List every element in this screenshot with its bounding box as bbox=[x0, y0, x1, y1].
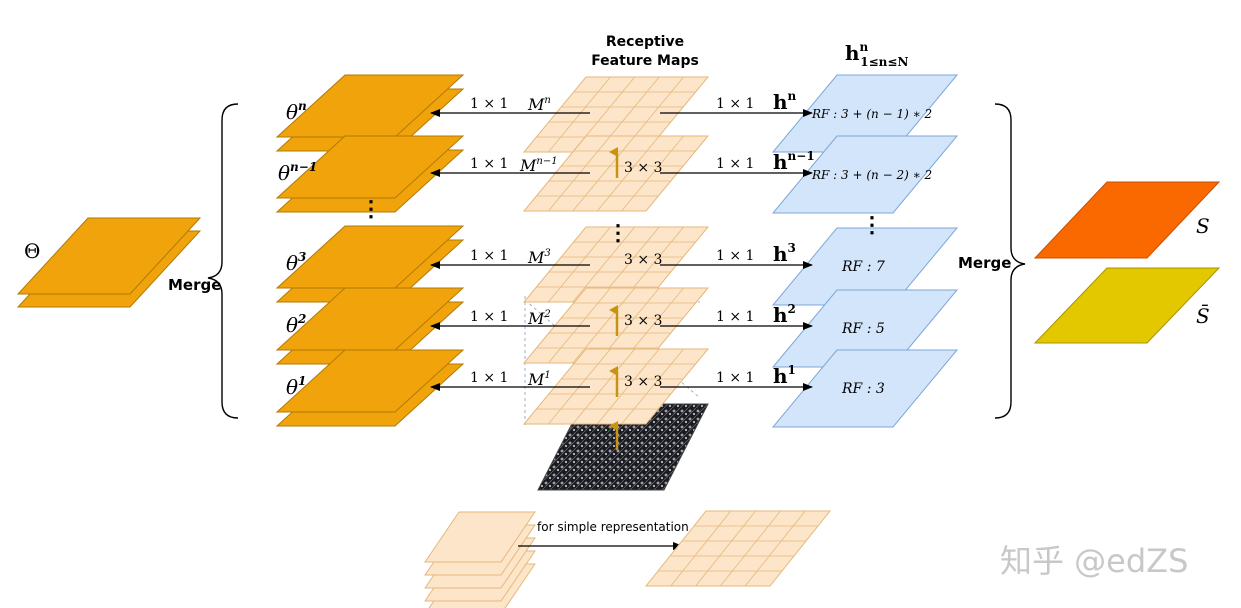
grid-line bbox=[596, 348, 660, 425]
theta-label-3: θ3 bbox=[286, 250, 306, 275]
grid-line bbox=[621, 135, 684, 212]
receptive-title-line1: Receptive bbox=[606, 34, 684, 50]
theta-label-2: θn−1 bbox=[278, 160, 317, 185]
h-label-1: hn bbox=[773, 89, 797, 114]
legend-grid bbox=[644, 510, 832, 587]
h-ellipsis: ⋮ bbox=[861, 212, 883, 238]
grid-line bbox=[695, 510, 756, 587]
conv1x1-left-5: 1 × 1 bbox=[470, 370, 508, 386]
conv1x1-left-1: 1 × 1 bbox=[470, 96, 508, 112]
merge-right-label: Merge bbox=[958, 254, 1011, 272]
output-sbar-label: S̄ bbox=[1196, 303, 1210, 328]
map-ellipsis: ⋮ bbox=[607, 220, 629, 246]
theta-big-stack bbox=[16, 217, 202, 308]
output-s-label: S bbox=[1196, 214, 1210, 238]
grid-line bbox=[572, 226, 636, 303]
receptive-title-line2: Feature Maps bbox=[591, 53, 699, 69]
grid-line bbox=[744, 510, 806, 587]
output-sbar-plane bbox=[1033, 267, 1221, 344]
conv1x1-right-3: 1 × 1 bbox=[716, 248, 754, 264]
conv1x1-right-4: 1 × 1 bbox=[716, 309, 754, 325]
left-brace bbox=[207, 103, 239, 419]
output-s-plane bbox=[1033, 181, 1221, 259]
rf-label-4: RF : 5 bbox=[841, 321, 885, 337]
conv1x1-right-1: 1 × 1 bbox=[716, 96, 754, 112]
rf-label-5: RF : 3 bbox=[841, 381, 885, 397]
row-arrows: 1 × 1 1 × 1 hn 1 × 1 1 × 1 hn−1 1 × 1 1 × 1 h3 1 … bbox=[430, 89, 815, 391]
conv3x3-label-3: 3 × 3 bbox=[624, 313, 662, 329]
h-label-3: h3 bbox=[773, 241, 796, 266]
grid-line bbox=[670, 510, 732, 587]
merge-left-label: Merge bbox=[168, 276, 221, 294]
grid-line bbox=[572, 135, 636, 212]
h-plane-2 bbox=[771, 135, 959, 214]
theta-stacks: θn θn−1 θ3 θ2 θ1 bbox=[275, 74, 465, 427]
map-label-4: M2 bbox=[527, 309, 551, 328]
conv1x1-right-5: 1 × 1 bbox=[716, 370, 754, 386]
rf-label-3: RF : 7 bbox=[841, 259, 885, 275]
grid-line bbox=[621, 348, 684, 425]
grid-line bbox=[572, 287, 636, 364]
theta-ellipsis: ⋮ bbox=[360, 196, 382, 222]
feature-map-legend bbox=[644, 510, 832, 587]
conv1x1-left-4: 1 × 1 bbox=[470, 309, 508, 325]
conv3x3-label-1: 3 × 3 bbox=[624, 160, 662, 176]
rf-label-1: RF : 3 + (n − 1) ∗ 2 bbox=[811, 107, 932, 121]
grid-line bbox=[548, 76, 611, 153]
conv1x1-right-2: 1 × 1 bbox=[716, 156, 754, 172]
legend-layer-5 bbox=[424, 511, 536, 563]
legend-text: for simple representation bbox=[537, 520, 689, 534]
h-label-4: h2 bbox=[773, 302, 796, 327]
h-plane-5 bbox=[771, 349, 959, 428]
right-brace bbox=[994, 103, 1026, 419]
h-planes: RF : 3 + (n − 1) ∗ 2 RF : 3 + (n − 2) ∗ 2… bbox=[771, 74, 959, 428]
grid-line bbox=[572, 348, 636, 425]
map-label-5: M1 bbox=[527, 370, 551, 389]
grid-line bbox=[720, 510, 781, 587]
rf-label-2: RF : 3 + (n − 2) ∗ 2 bbox=[811, 168, 932, 182]
map-label-3: M3 bbox=[527, 248, 551, 267]
theta-big-label: Θ bbox=[24, 239, 40, 263]
theta-label-5: θ1 bbox=[286, 374, 306, 399]
conv1x1-left-2: 1 × 1 bbox=[470, 156, 508, 172]
grid-line bbox=[596, 135, 660, 212]
watermark: 知乎 @edZS bbox=[1000, 542, 1188, 580]
theta-plane-front-2 bbox=[275, 135, 465, 199]
h-label-2: hn−1 bbox=[773, 149, 815, 174]
conv3x3-label-2: 3 × 3 bbox=[624, 252, 662, 268]
theta-plane-front-5 bbox=[275, 349, 465, 413]
conv1x1-left-3: 1 × 1 bbox=[470, 248, 508, 264]
h-label-5: h1 bbox=[773, 363, 796, 388]
legend-stack bbox=[424, 511, 536, 608]
conv3x3-label-4: 3 × 3 bbox=[624, 374, 662, 390]
theta-label-1: θn bbox=[286, 99, 307, 124]
map-label-1: Mn bbox=[527, 95, 551, 114]
theta-label-4: θ2 bbox=[286, 312, 306, 337]
map-label-2: Mn−1 bbox=[519, 156, 558, 175]
input-image bbox=[537, 403, 709, 491]
